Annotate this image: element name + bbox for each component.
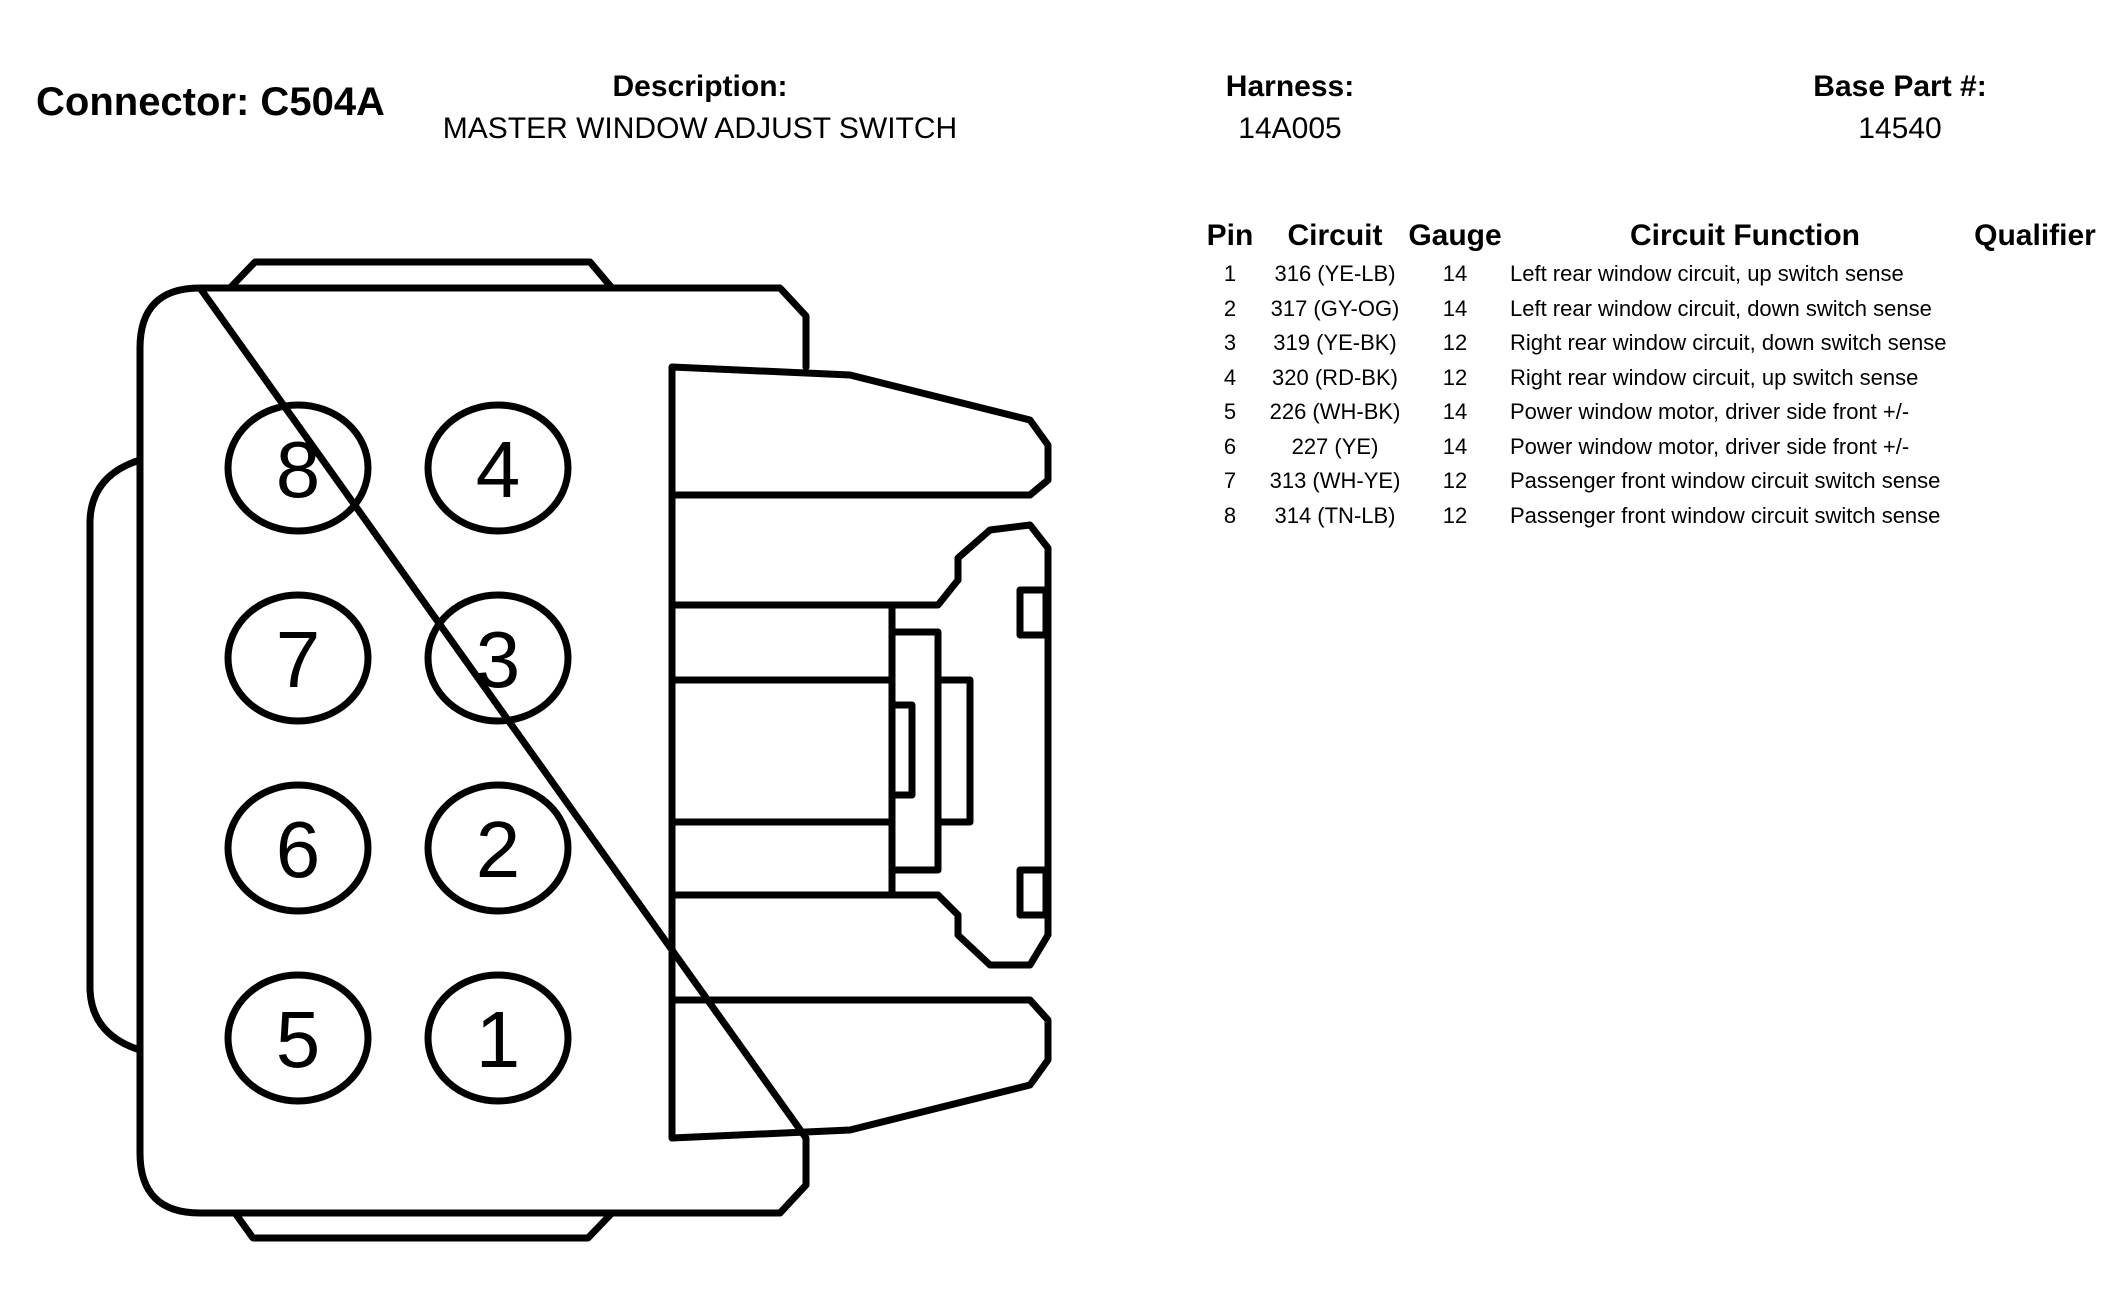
pin-cell: 6 [1223, 433, 1237, 459]
pin-5-label: 5 [276, 995, 321, 1084]
bottom-latch-tab [231, 1209, 616, 1242]
pin-7-label: 7 [276, 615, 321, 704]
pin-4-circle [424, 401, 572, 535]
connector-face-diagram: 8 4 7 3 6 2 5 1 [86, 258, 1052, 1242]
table-row: 2 317 (GY-OG) 14 Left rear window circui… [1200, 294, 2100, 329]
function-cell: Power window motor, driver side front +/… [1510, 399, 1910, 424]
pin-8-label: 8 [276, 425, 321, 514]
pin-cell: 2 [1223, 295, 1237, 321]
table-row: 1 316 (YE-LB) 14 Left rear window circui… [1200, 259, 2100, 294]
middle-latch-small [888, 701, 916, 799]
connector-body-outline [136, 284, 810, 1217]
function-cell: Right rear window circuit, down switch s… [1510, 330, 1947, 355]
pin-cell: 3 [1223, 330, 1237, 355]
upper-wedge [668, 363, 1052, 499]
gauge-cell: 14 [1442, 261, 1468, 286]
table-header-gauge: Gauge [1408, 219, 1502, 252]
table-row: 7 313 (WH-YE) 12 Passenger front window … [1200, 466, 2100, 501]
pin-1-label: 1 [476, 995, 521, 1084]
pin-2-label: 2 [476, 805, 521, 894]
pin-1-circle [424, 971, 572, 1105]
right-lock [954, 521, 1052, 969]
circuit-cell: 227 (YE) [1291, 433, 1379, 459]
right-lock-notch-bottom [1016, 866, 1050, 919]
base-part-label: Base Part #: [1813, 70, 1987, 103]
pin-6-label: 6 [276, 805, 321, 894]
gauge-cell: 12 [1442, 330, 1468, 355]
pin-7-circle [224, 591, 372, 725]
connector-title: Connector: C504A [36, 80, 385, 124]
pin-cell: 1 [1223, 261, 1237, 286]
function-cell: Passenger front window circuit switch se… [1510, 502, 1941, 528]
table-header-circuit: Circuit [1287, 219, 1383, 252]
table-row: 6 227 (YE) 14 Power window motor, driver… [1200, 432, 2100, 467]
lower-wedge [668, 996, 1052, 1142]
table-row: 3 319 (YE-BK) 12 Right rear window circu… [1200, 328, 2100, 363]
gauge-cell: 14 [1442, 433, 1468, 459]
circuit-cell: 320 (RD-BK) [1272, 364, 1398, 390]
table-header-pin: Pin [1206, 219, 1254, 252]
circuit-cell: 319 (YE-BK) [1273, 330, 1397, 355]
table-row: 5 226 (WH-BK) 14 Power window motor, dri… [1200, 397, 2100, 432]
pin-cell: 8 [1223, 502, 1237, 528]
harness-value: 14A005 [1238, 112, 1342, 145]
pin-cell: 7 [1223, 468, 1237, 493]
function-cell: Power window motor, driver side front +/… [1510, 433, 1910, 459]
description-label: Description: [612, 70, 788, 103]
circuit-cell: 317 (GY-OG) [1270, 295, 1400, 321]
middle-latch-inner [934, 676, 974, 826]
circuit-cell: 226 (WH-BK) [1269, 399, 1401, 424]
gauge-cell: 12 [1442, 502, 1468, 528]
pin-4-label: 4 [476, 425, 521, 514]
base-part-value: 14540 [1858, 112, 1942, 145]
function-cell: Passenger front window circuit switch se… [1510, 468, 1941, 493]
pin-cell: 5 [1223, 399, 1237, 424]
pin-cell: 4 [1223, 364, 1237, 390]
lower-slot [668, 891, 962, 1004]
pin-8-circle [224, 401, 372, 535]
middle-block [668, 676, 896, 826]
upper-slot [668, 491, 962, 609]
gauge-cell: 14 [1442, 295, 1468, 321]
table-header-function: Circuit Function [1630, 219, 1860, 252]
table-row: 8 314 (TN-LB) 12 Passenger front window … [1200, 501, 2100, 536]
circuit-cell: 316 (YE-LB) [1274, 261, 1396, 286]
description-value: MASTER WINDOW ADJUST SWITCH [442, 112, 958, 145]
table-row: 4 320 (RD-BK) 12 Right rear window circu… [1200, 363, 2100, 398]
function-cell: Left rear window circuit, down switch se… [1510, 295, 1932, 321]
pin-6-circle [224, 781, 372, 915]
pin-5-circle [224, 971, 372, 1105]
harness-label: Harness: [1225, 70, 1355, 103]
right-lock-notch-top [1016, 586, 1050, 639]
left-side-tab [86, 456, 144, 1054]
gauge-cell: 14 [1442, 399, 1468, 424]
circuit-cell: 313 (WH-YE) [1269, 468, 1401, 493]
pin-2-circle [424, 781, 572, 915]
pin-3-circle [424, 591, 572, 725]
gauge-cell: 12 [1442, 364, 1468, 390]
gauge-cell: 12 [1442, 468, 1468, 493]
pinout-table: 1 316 (YE-LB) 14 Left rear window circui… [1200, 259, 2100, 535]
pin-3-label: 3 [476, 615, 521, 704]
table-header-qualifier: Qualifier [1974, 219, 2096, 252]
function-cell: Right rear window circuit, up switch sen… [1510, 364, 1919, 390]
function-cell: Left rear window circuit, up switch sens… [1510, 261, 1904, 286]
top-latch-tab [226, 258, 616, 292]
circuit-cell: 314 (TN-LB) [1274, 502, 1396, 528]
